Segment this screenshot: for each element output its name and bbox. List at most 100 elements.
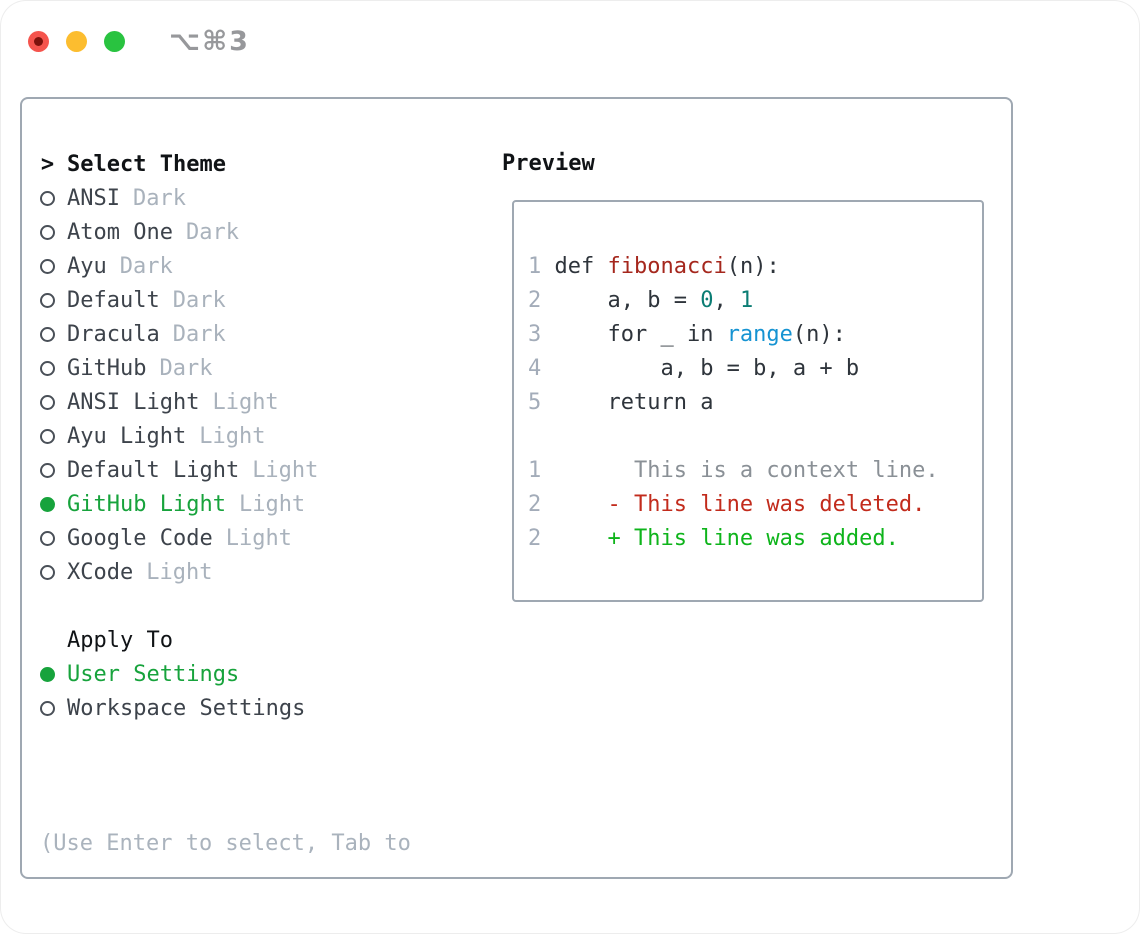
theme-name: Dracula	[67, 321, 160, 347]
theme-option-github[interactable]: GitHub Dark	[40, 351, 411, 385]
hint-text: (Use Enter to select, Tab to change focu…	[40, 759, 411, 934]
code-segment: a, b = b, a + b	[554, 356, 860, 381]
radio-icon	[40, 360, 55, 376]
zoom-button[interactable]	[104, 31, 125, 52]
variant-tag: Light	[199, 423, 266, 449]
hint-line-2: change focus)	[40, 929, 411, 934]
theme-name: GitHub Light	[67, 491, 226, 517]
code-segment: fibonacci	[607, 254, 727, 279]
radio-icon	[40, 462, 55, 478]
theme-option-ansi-light[interactable]: ANSI Light Light	[40, 385, 411, 419]
option-label: Workspace Settings	[67, 695, 306, 721]
theme-name: Default Light	[67, 457, 240, 483]
line-number: 2	[528, 526, 542, 551]
apply-to-heading-row: Apply To	[40, 623, 411, 657]
spacer	[528, 420, 982, 454]
variant-tag: Light	[225, 525, 292, 551]
select-theme-heading-row: > Select Theme	[40, 147, 411, 181]
radio-icon	[40, 530, 55, 546]
variant-tag: Light	[146, 559, 213, 585]
window-title: ⌥⌘3	[169, 26, 250, 57]
radio-icon	[40, 564, 55, 580]
variant-tag: Dark	[185, 219, 239, 245]
theme-option-dracula[interactable]: Dracula Dark	[40, 317, 411, 351]
line-number: 3	[528, 322, 542, 347]
theme-option-xcode[interactable]: XCode Light	[40, 555, 411, 589]
code-line: 1 def fibonacci(n):	[528, 250, 982, 284]
theme-name: Ayu	[67, 253, 107, 279]
code-segment: def	[554, 254, 608, 279]
code-line: 4 a, b = b, a + b	[528, 352, 982, 386]
variant-tag: Dark	[132, 185, 186, 211]
variant-tag: Light	[252, 457, 319, 483]
close-dot-icon	[34, 37, 43, 46]
theme-name: GitHub	[67, 355, 147, 381]
radio-icon	[40, 428, 55, 444]
code-segment: a, b =	[554, 288, 701, 313]
spacer	[40, 589, 411, 623]
theme-name: Atom One	[67, 219, 173, 245]
theme-option-google-code[interactable]: Google Code Light	[40, 521, 411, 555]
radio-selected-icon	[40, 496, 55, 512]
code-line: 2 a, b = 0, 1	[528, 284, 982, 318]
variant-tag: Light	[212, 389, 279, 415]
diff-line-context: 1 This is a context line.	[528, 454, 982, 488]
code-line: 5 return a	[528, 386, 982, 420]
radio-icon	[40, 292, 55, 308]
radio-icon	[40, 258, 55, 274]
close-button[interactable]	[28, 31, 49, 52]
theme-option-atom-one[interactable]: Atom One Dark	[40, 215, 411, 249]
code-segment: (n):	[726, 254, 780, 279]
theme-name: Ayu Light	[67, 423, 187, 449]
code-segment: for _ in	[554, 322, 727, 347]
code-segment: This is a context line.	[554, 458, 939, 483]
code-segment: ,	[713, 288, 740, 313]
minimize-button[interactable]	[66, 31, 87, 52]
radio-icon	[40, 190, 55, 206]
titlebar: ⌥⌘3	[28, 26, 250, 57]
theme-option-default[interactable]: Default Dark	[40, 283, 411, 317]
code-segment: (n):	[792, 322, 846, 347]
diff-line-added: 2 + This line was added.	[528, 522, 982, 556]
line-number: 5	[528, 390, 542, 415]
preview-heading: Preview	[502, 151, 595, 176]
line-number: 2	[528, 492, 542, 517]
radio-icon	[40, 700, 55, 716]
diff-block: 1 This is a context line.2 - This line w…	[528, 454, 982, 556]
code-segment: 0	[700, 288, 714, 313]
apply-option-workspace-settings[interactable]: Workspace Settings	[40, 691, 411, 725]
theme-name: Google Code	[67, 525, 213, 551]
theme-option-ayu-light[interactable]: Ayu Light Light	[40, 419, 411, 453]
theme-name: Default	[67, 287, 160, 313]
variant-tag: Dark	[172, 287, 226, 313]
line-number: 2	[528, 288, 542, 313]
option-label: User Settings	[67, 661, 240, 687]
code-segment: range	[726, 322, 793, 347]
theme-option-ayu[interactable]: Ayu Dark	[40, 249, 411, 283]
variant-tag: Dark	[159, 355, 213, 381]
line-number: 1	[528, 458, 542, 483]
theme-option-default-light[interactable]: Default Light Light	[40, 453, 411, 487]
variant-tag: Dark	[119, 253, 173, 279]
hint-line-1: (Use Enter to select, Tab to	[40, 831, 411, 856]
code-segment: + This line was added.	[554, 526, 899, 551]
code-line: 3 for _ in range(n):	[528, 318, 982, 352]
theme-name: XCode	[67, 559, 134, 585]
apply-option-user-settings[interactable]: User Settings	[40, 657, 411, 691]
line-number: 1	[528, 254, 542, 279]
select-theme-heading: Select Theme	[67, 151, 226, 177]
theme-name: ANSI Light	[67, 389, 200, 415]
prompt-icon: >	[40, 151, 55, 177]
radio-selected-icon	[40, 666, 55, 682]
code-segment: 1	[739, 288, 754, 313]
radio-icon	[40, 224, 55, 240]
variant-tag: Dark	[172, 321, 226, 347]
radio-icon	[40, 326, 55, 342]
